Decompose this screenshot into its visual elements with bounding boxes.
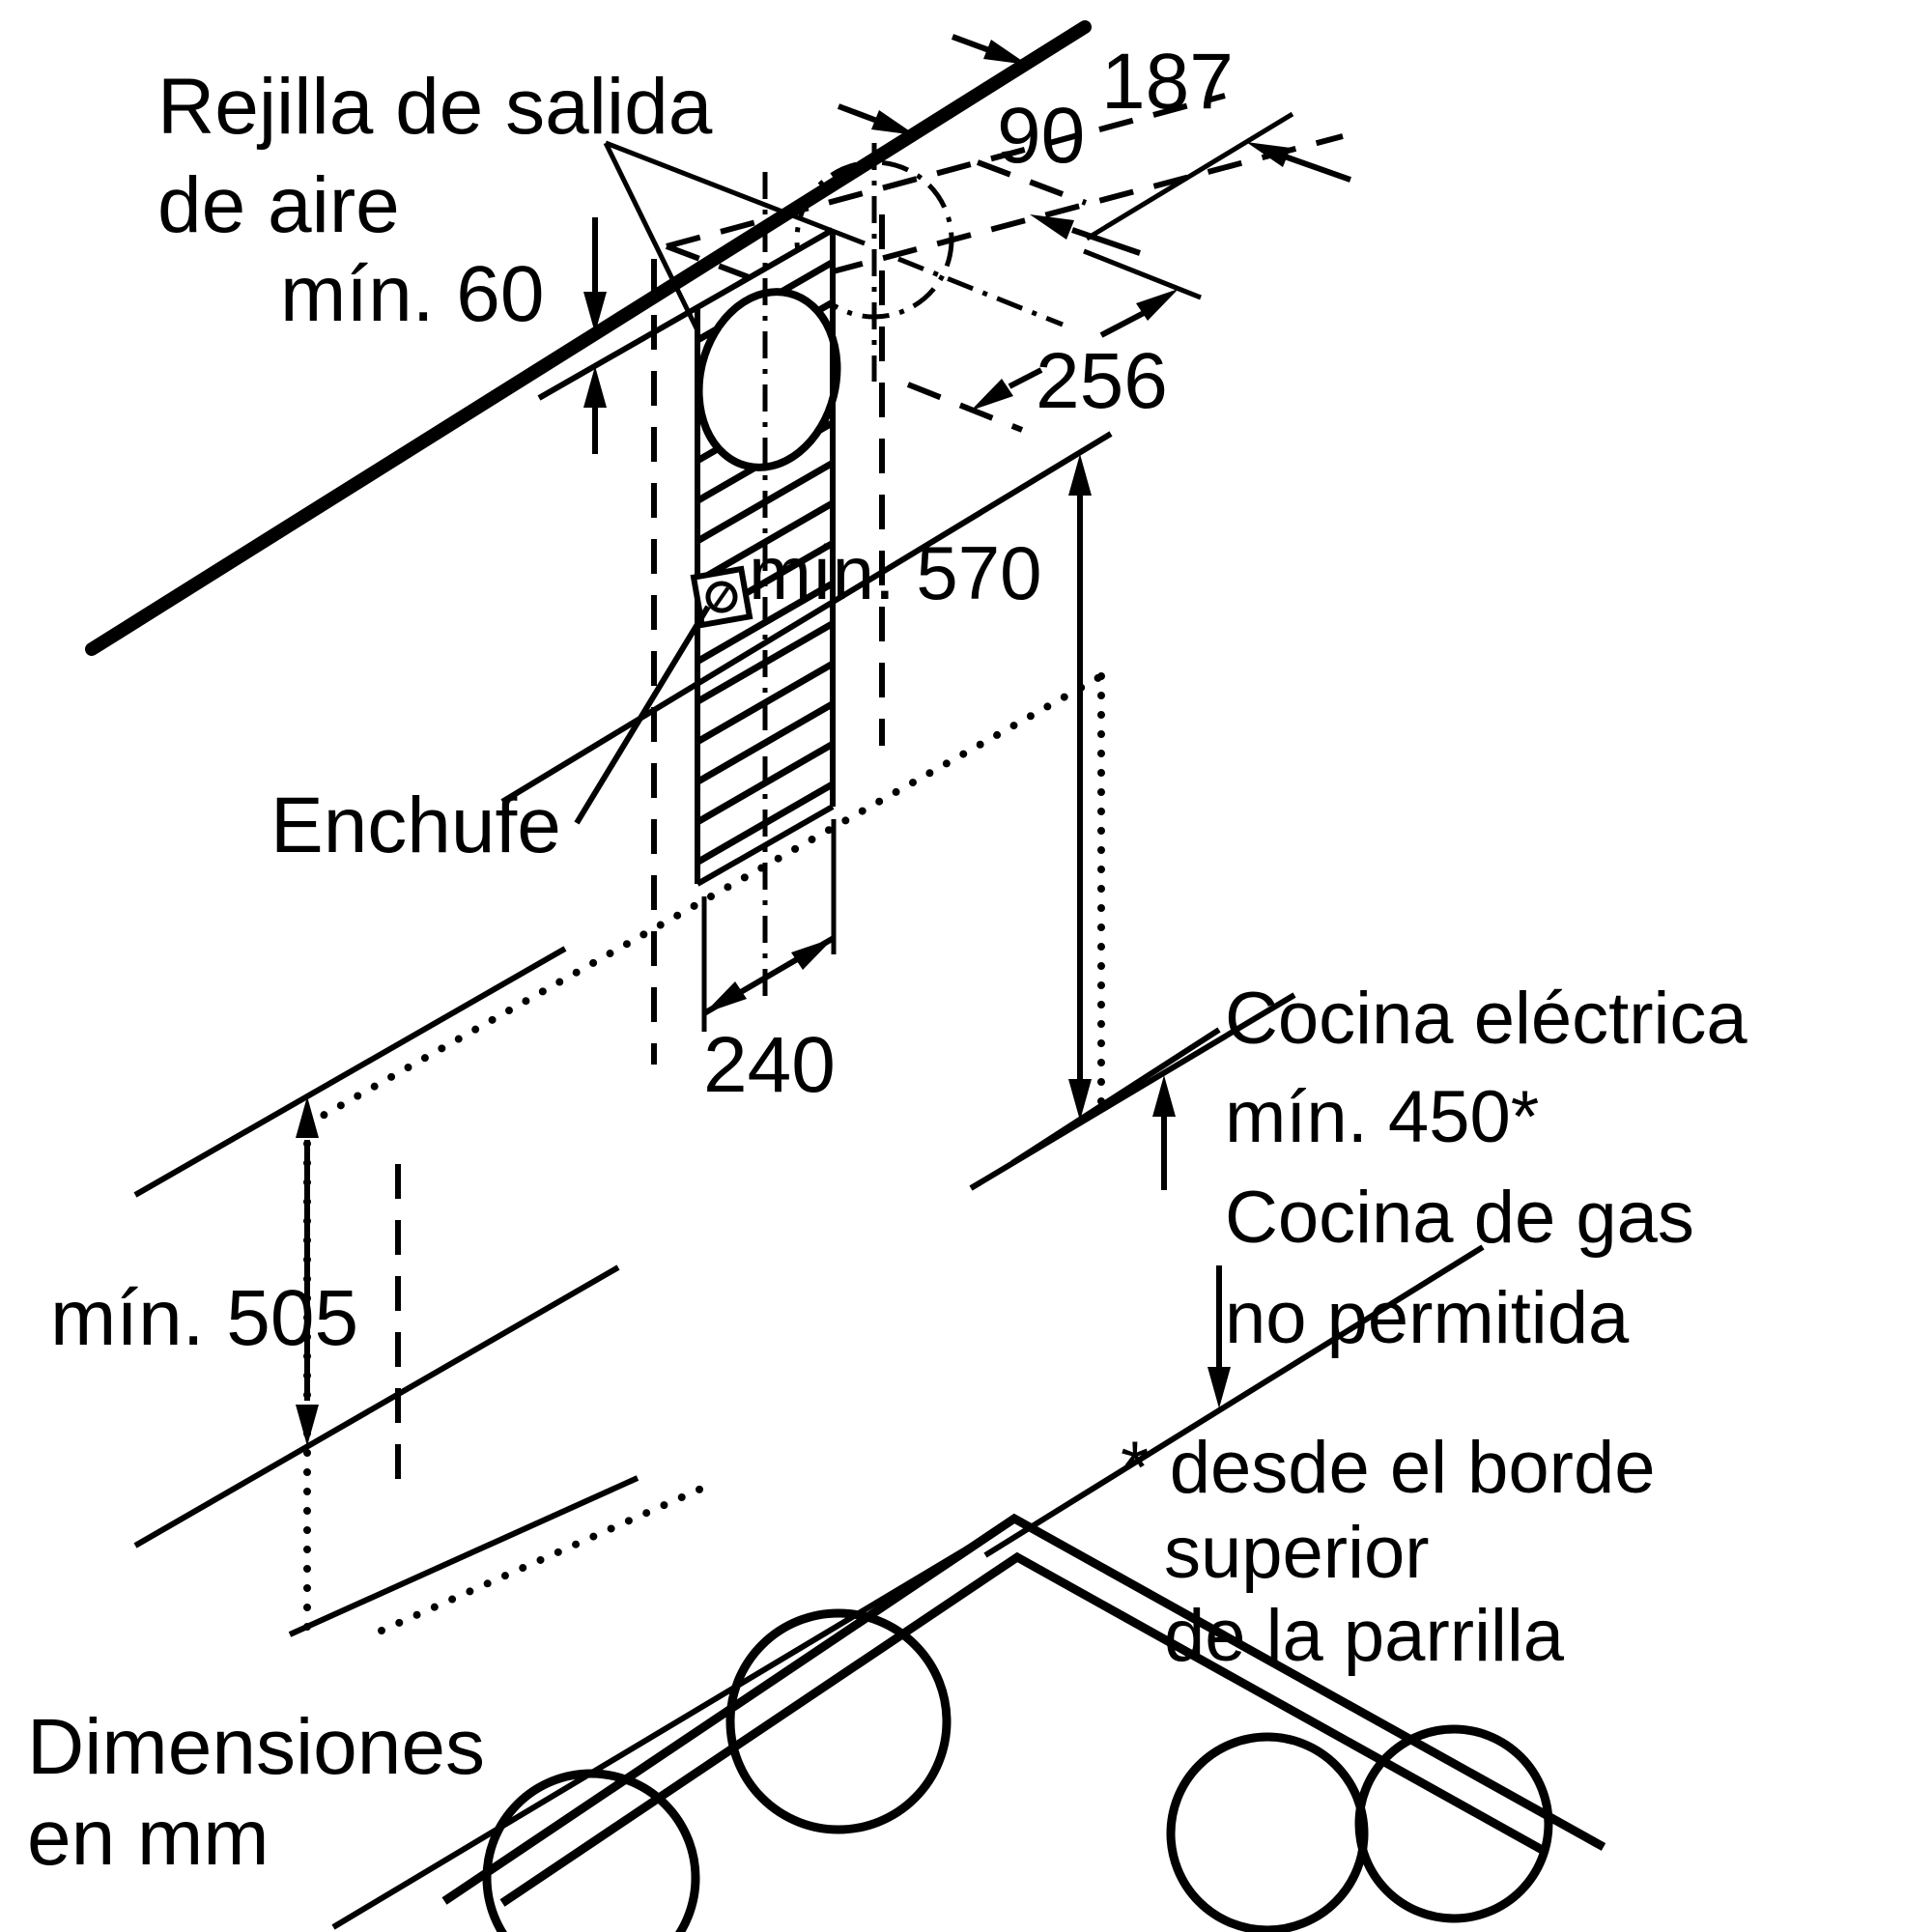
dim-187 <box>951 34 1351 242</box>
dim-min60 <box>583 217 607 454</box>
footnote-line2: superior <box>1164 1512 1430 1594</box>
burner-circle <box>1354 1724 1553 1923</box>
dim-min60-label: mín. 60 <box>280 250 544 338</box>
ceiling-edge-line <box>85 20 1092 656</box>
grille-label-line2: de aire <box>157 161 400 249</box>
dim-min570 <box>500 431 1113 1121</box>
wall-duct-strip <box>537 172 841 1003</box>
dim-90 <box>837 103 1141 256</box>
burner-circle <box>1166 1732 1369 1932</box>
dim-90-label: 90 <box>997 92 1085 180</box>
burner-circle <box>725 1608 952 1834</box>
ceiling-duct-outline <box>665 93 1344 382</box>
cooker-level <box>969 992 1485 1558</box>
dim-256 <box>906 248 1202 433</box>
dim-240 <box>701 819 837 1032</box>
footnote-line3: de la parrilla <box>1164 1595 1565 1677</box>
cooker-note-line2: mín. 450* <box>1225 1076 1539 1158</box>
hob <box>331 1513 1606 1932</box>
unit-note-line2: en mm <box>27 1794 270 1882</box>
socket-label: Enchufe <box>270 781 561 869</box>
unit-note-line1: Dimensiones <box>27 1703 485 1791</box>
socket-leader-line <box>574 605 711 825</box>
dim-min505 <box>133 946 620 1548</box>
footnote-line1: * desde el borde <box>1121 1427 1656 1509</box>
dim-min505-label: mín. 505 <box>50 1274 358 1362</box>
dim-min570-label: mín. 570 <box>749 530 1042 615</box>
cooker-note-line1: Cocina eléctrica <box>1225 978 1747 1060</box>
dim-187-label: 187 <box>1101 38 1234 126</box>
grille-label-line1: Rejilla de salida <box>157 63 713 151</box>
cooker-note-line4: no permitida <box>1225 1277 1630 1359</box>
dim-256-label: 256 <box>1036 337 1168 425</box>
hood-hidden-outline <box>288 672 1105 1646</box>
cooker-note-line3: Cocina de gas <box>1225 1177 1694 1259</box>
burner-circle <box>482 1769 700 1932</box>
dim-240-label: 240 <box>703 1021 836 1109</box>
